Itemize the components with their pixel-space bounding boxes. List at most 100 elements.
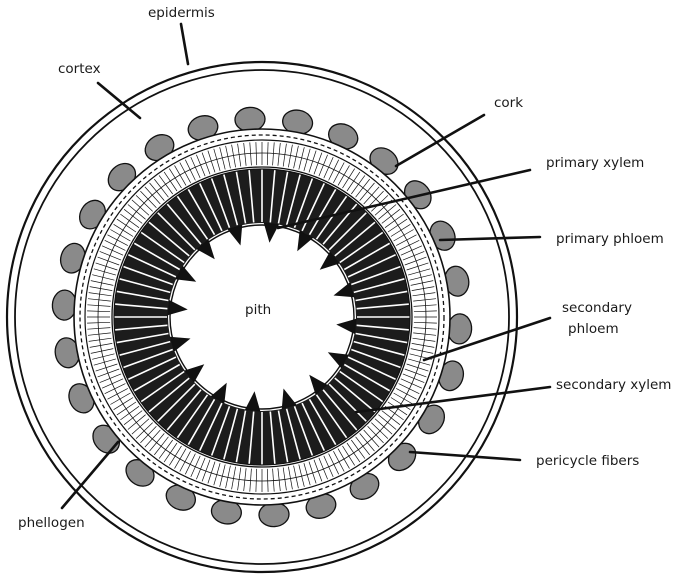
phloem-ray [371, 422, 389, 439]
phloem-ray [298, 147, 305, 170]
phloem-ray [323, 156, 334, 179]
phloem-ray [93, 358, 116, 366]
phloem-ray [333, 162, 345, 183]
primary-xylem-point [227, 224, 243, 246]
primary-xylem-point [297, 230, 314, 252]
xylem-ray [198, 402, 223, 452]
phloem-ray [346, 171, 361, 192]
phloem-ray [237, 143, 242, 167]
xylem-ray [285, 408, 302, 461]
label-secondary-phloem-2: phloem [568, 321, 619, 337]
phloem-ray [384, 213, 404, 228]
phloem-ray [413, 310, 437, 313]
phloem-ray [243, 468, 247, 492]
label-secondary-phloem-1: secondary [562, 300, 632, 316]
cork-dashed-ring [79, 134, 445, 500]
phloem-ray [413, 321, 437, 324]
xylem-ray [127, 356, 177, 381]
phloem-ray [303, 463, 311, 486]
phloem-ray [92, 274, 115, 281]
primary-phloem-leader [438, 235, 542, 242]
phloem-ray [328, 159, 340, 181]
phloem-ray [277, 468, 281, 492]
phloem-ray [387, 218, 408, 233]
xylem-ray [356, 303, 410, 310]
label-primary-xylem: primary xylem [546, 155, 644, 171]
secondary-phloem-leader [422, 316, 552, 362]
xylem-ray [116, 290, 169, 302]
phloem-ray [266, 468, 269, 492]
phloem-ray [87, 327, 111, 330]
phloem-ray [408, 358, 431, 366]
phloem-ray [107, 388, 128, 400]
label-pericycle-fibers: pericycle fibers [536, 453, 639, 469]
xylem-ray [222, 173, 239, 226]
phloem-ray [110, 392, 131, 405]
phloem-ray [396, 388, 417, 400]
phloem-ray [255, 468, 258, 492]
pith-area [169, 224, 355, 410]
phloem-ray [342, 445, 355, 466]
phloem-ray [359, 182, 375, 201]
xylem-ray [176, 195, 209, 240]
pericycle-fibers-leader [408, 450, 522, 462]
phloem-ray [104, 383, 126, 395]
phloem-ray [101, 378, 124, 389]
phloem-ray [179, 451, 191, 472]
phloem-ray [363, 186, 380, 205]
phloem-ray [288, 466, 293, 490]
phloem-ray [87, 321, 111, 324]
phloem-ray [410, 280, 434, 286]
xylem-ray [347, 356, 397, 381]
primary-xylem-point [319, 251, 340, 270]
phloem-ray [110, 229, 131, 242]
primary-xylem-point [196, 239, 215, 260]
phloem-ray [390, 224, 411, 237]
phloem-ray [207, 150, 216, 173]
secondary-xylem-leader [354, 385, 552, 414]
phloem-ray [293, 465, 299, 489]
phloem-ray [363, 429, 380, 448]
phloem-ray [249, 142, 252, 166]
phloem-ray [140, 190, 157, 208]
xylem-ray [176, 394, 209, 439]
primary-xylem-point [169, 336, 191, 352]
phloem-ray [402, 251, 425, 261]
xylem-ray [248, 169, 255, 223]
phloem-ray [408, 268, 431, 276]
phloem-ray [120, 406, 140, 421]
phloem-ray [144, 186, 161, 205]
phloem-ray [298, 464, 305, 487]
xylem-ray [210, 177, 231, 228]
phloem-ray [313, 152, 323, 175]
phloem-ray [277, 142, 281, 166]
phloem-ray [213, 148, 221, 171]
xylem-ray [293, 177, 314, 228]
xylem-ray [293, 406, 314, 457]
phloem-ray [411, 343, 435, 348]
phloem-ray [410, 348, 434, 354]
phloem-ray [89, 286, 113, 291]
xylem-ray [140, 370, 185, 403]
primary-xylem-leader [276, 168, 532, 230]
xylem-ray [356, 324, 410, 331]
phloem-ray [88, 292, 112, 297]
phloem-ray [135, 422, 153, 439]
phloem-ray [381, 410, 401, 425]
xylem-ray [351, 348, 402, 369]
phloem-ray [359, 433, 375, 452]
xylem-ray [277, 171, 289, 224]
xylem-ray [277, 410, 289, 463]
xylem-ray [140, 231, 185, 264]
phloem-ray [158, 175, 173, 195]
phloem-ray [113, 224, 134, 237]
phloem-ray [288, 144, 293, 168]
primary-xylem-point [309, 374, 328, 395]
phloem-ray [396, 234, 417, 246]
phloem-ray [231, 144, 236, 168]
phloem-ray [387, 401, 408, 416]
phloem-ray [367, 426, 384, 444]
phloem-ray [406, 363, 429, 372]
phloem-ray [355, 178, 370, 198]
